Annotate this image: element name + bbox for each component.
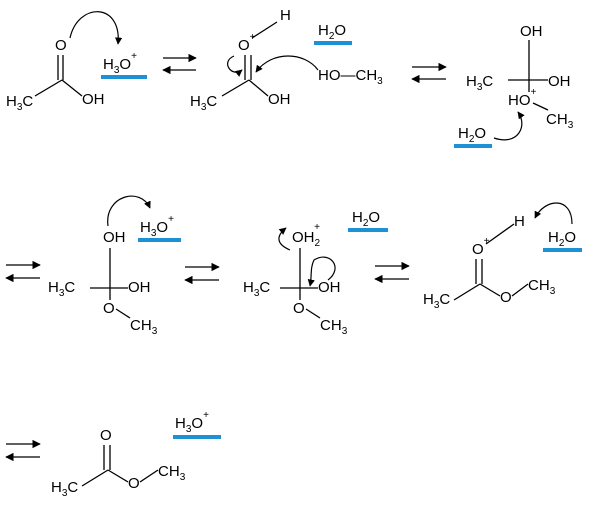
curved-arrow-1 xyxy=(69,11,123,45)
molecule-protonated-acid: O+ H H3C OH xyxy=(190,7,291,113)
svg-text:H: H xyxy=(280,7,291,24)
svg-text:H3C: H3C xyxy=(466,73,493,93)
svg-text:O: O xyxy=(128,475,140,492)
svg-text:H2O: H2O xyxy=(548,229,576,249)
equilibrium-arrows-6 xyxy=(5,439,41,462)
svg-text:O+: O+ xyxy=(238,32,256,54)
reagent-water-1: H2O xyxy=(314,22,352,45)
molecule-methyl-acetate: O H3C O CH3 xyxy=(51,427,186,499)
svg-text:OH: OH xyxy=(520,23,543,40)
group-oh: OH xyxy=(82,91,105,108)
equilibrium-arrows-5 xyxy=(374,261,410,284)
molecule-tetrahedral-oxonium: OH2+ H3C OH O CH3 xyxy=(243,222,348,337)
curved-arrow-2 xyxy=(227,55,243,77)
curved-arrow-7 xyxy=(307,256,336,287)
svg-text:O+: O+ xyxy=(472,236,490,258)
equilibrium-arrows-4 xyxy=(184,262,220,285)
svg-text:HO+: HO+ xyxy=(508,87,537,109)
molecule-methanol: HO—CH3 xyxy=(318,67,383,87)
svg-text:OH: OH xyxy=(103,229,126,246)
svg-text:OH: OH xyxy=(318,279,341,296)
group-ch3: H3C xyxy=(6,93,33,113)
svg-text:H3C: H3C xyxy=(423,291,450,311)
svg-text:H2O: H2O xyxy=(318,22,346,42)
curved-arrow-5 xyxy=(107,195,151,227)
svg-text:H2O: H2O xyxy=(352,209,380,229)
molecule-protonated-ester: O+ H H3C O CH3 xyxy=(423,213,556,311)
svg-text:H3O+: H3O+ xyxy=(175,410,209,435)
svg-text:H2O: H2O xyxy=(458,125,486,145)
reagent-water-2: H2O xyxy=(454,125,492,148)
curved-arrow-4 xyxy=(493,111,525,141)
svg-text:O: O xyxy=(500,289,512,306)
svg-text:CH3: CH3 xyxy=(546,111,574,131)
svg-text:CH3: CH3 xyxy=(320,317,348,337)
curved-arrow-8 xyxy=(534,202,573,225)
svg-text:O: O xyxy=(293,300,305,317)
atom-o: O xyxy=(55,37,67,54)
molecule-acetic-acid: O H3C OH xyxy=(6,37,105,113)
svg-text:CH3: CH3 xyxy=(528,277,556,297)
svg-text:OH: OH xyxy=(548,73,571,90)
svg-text:H3C: H3C xyxy=(51,479,78,499)
svg-text:HO—CH3: HO—CH3 xyxy=(318,67,383,87)
reagent-hydronium-3: H3O+ xyxy=(173,410,221,439)
svg-text:H: H xyxy=(514,213,525,230)
svg-text:H3O+: H3O+ xyxy=(103,51,137,76)
svg-text:OH2+: OH2+ xyxy=(292,222,321,249)
svg-text:H3C: H3C xyxy=(48,279,75,299)
equilibrium-arrows-1 xyxy=(162,53,197,75)
reagent-water-3: H2O xyxy=(348,209,388,232)
svg-text:OH: OH xyxy=(268,91,291,108)
svg-text:OH: OH xyxy=(128,279,151,296)
svg-text:H3C: H3C xyxy=(190,93,217,113)
molecule-tetrahedral-protonated: OH H3C OH HO+ CH3 xyxy=(466,23,574,131)
curved-arrow-6 xyxy=(278,227,291,251)
molecule-tetrahedral-neutral: OH H3C OH O CH3 xyxy=(48,229,158,337)
svg-text:O: O xyxy=(103,300,115,317)
svg-text:H3O+: H3O+ xyxy=(140,214,174,239)
svg-text:CH3: CH3 xyxy=(158,463,186,483)
svg-text:O: O xyxy=(100,427,112,444)
reagent-hydronium-1: H3O+ xyxy=(101,51,147,79)
reagent-water-4: H2O xyxy=(543,229,582,252)
curved-arrow-3 xyxy=(255,55,319,73)
equilibrium-arrows-2 xyxy=(411,62,447,84)
svg-text:CH3: CH3 xyxy=(130,317,158,337)
svg-text:H3C: H3C xyxy=(243,279,270,299)
equilibrium-arrows-3 xyxy=(5,260,41,283)
reagent-hydronium-2: H3O+ xyxy=(138,214,181,242)
